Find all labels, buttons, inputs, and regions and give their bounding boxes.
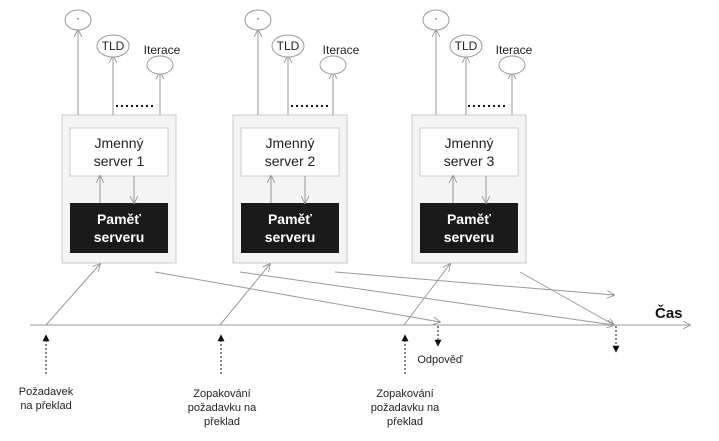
iteration-label-1: Iterace bbox=[144, 43, 181, 57]
name-server-label-1a: Jmenný bbox=[94, 135, 143, 151]
response-label: Odpověď bbox=[417, 354, 463, 366]
event-2-line-3: překlad bbox=[204, 416, 240, 428]
server-unit-1: Jmenný server 1 Paměť serveru · TLD Iter… bbox=[61, 9, 181, 264]
memory-box-3 bbox=[420, 203, 518, 253]
tld-ellipse-2 bbox=[271, 34, 305, 58]
iteration-ellipse-3 bbox=[498, 55, 526, 75]
request-arrow-1 bbox=[45, 264, 100, 326]
response-arrow-4 bbox=[519, 271, 614, 325]
event-2-line-1: Zopakování bbox=[193, 388, 250, 400]
name-server-box-1 bbox=[69, 127, 169, 177]
name-server-label-2a: Jmenný bbox=[265, 135, 314, 151]
name-server-label-1b: server 1 bbox=[94, 153, 145, 169]
event-3-line-3: překlad bbox=[387, 416, 423, 428]
event-1-line-1: Požadavek bbox=[19, 386, 74, 398]
request-arrow-3 bbox=[403, 264, 450, 326]
event-caption-1: Požadavek na překlad bbox=[19, 386, 74, 412]
event-3-line-2: požadavku na bbox=[371, 402, 440, 414]
memory-box-2 bbox=[241, 203, 339, 253]
event-2-line-2: požadavku na bbox=[188, 402, 257, 414]
memory-box-1 bbox=[70, 203, 168, 253]
tld-ellipse-1 bbox=[96, 34, 130, 58]
root-label-3: · bbox=[434, 11, 438, 25]
name-server-label-3a: Jmenný bbox=[444, 135, 493, 151]
name-server-label-3b: server 3 bbox=[444, 153, 495, 169]
memory-label-1b: serveru bbox=[94, 229, 145, 245]
time-axis-label: Čas bbox=[655, 304, 683, 322]
memory-label-2b: serveru bbox=[265, 229, 316, 245]
server-unit-2: Jmenný server 2 Paměť serveru · TLD Iter… bbox=[232, 9, 360, 264]
response-arrow-1 bbox=[154, 271, 440, 322]
iteration-label-2: Iterace bbox=[323, 43, 360, 57]
root-ellipse-2 bbox=[244, 9, 272, 31]
root-ellipse-1 bbox=[64, 9, 92, 31]
root-ellipse-3 bbox=[422, 9, 450, 31]
name-server-box-2 bbox=[240, 127, 340, 177]
response-arrow-2 bbox=[334, 271, 614, 295]
tld-label-3: TLD bbox=[455, 39, 478, 53]
name-server-box-3 bbox=[419, 127, 519, 177]
memory-label-3b: serveru bbox=[444, 229, 495, 245]
event-1-line-2: na překlad bbox=[20, 400, 71, 412]
event-caption-2: Zopakování požadavku na překlad bbox=[188, 388, 257, 428]
iteration-label-3: Iterace bbox=[496, 43, 533, 57]
memory-label-3a: Paměť bbox=[447, 211, 491, 227]
root-label-1: · bbox=[76, 11, 80, 25]
memory-label-2a: Paměť bbox=[268, 211, 312, 227]
response-arrow-3 bbox=[239, 271, 614, 325]
iteration-ellipse-2 bbox=[319, 55, 347, 75]
server-unit-3: Jmenný server 3 Paměť serveru · TLD Iter… bbox=[411, 9, 533, 264]
root-label-2: · bbox=[256, 11, 260, 25]
tld-label-1: TLD bbox=[102, 39, 125, 53]
name-server-label-2b: server 2 bbox=[265, 153, 316, 169]
memory-label-1a: Paměť bbox=[97, 211, 141, 227]
tld-ellipse-3 bbox=[449, 34, 483, 58]
event-caption-3: Zopakování požadavku na překlad bbox=[371, 388, 440, 428]
iteration-ellipse-1 bbox=[146, 55, 174, 75]
tld-label-2: TLD bbox=[277, 39, 300, 53]
request-arrow-2 bbox=[219, 264, 270, 326]
event-3-line-1: Zopakování bbox=[376, 388, 433, 400]
